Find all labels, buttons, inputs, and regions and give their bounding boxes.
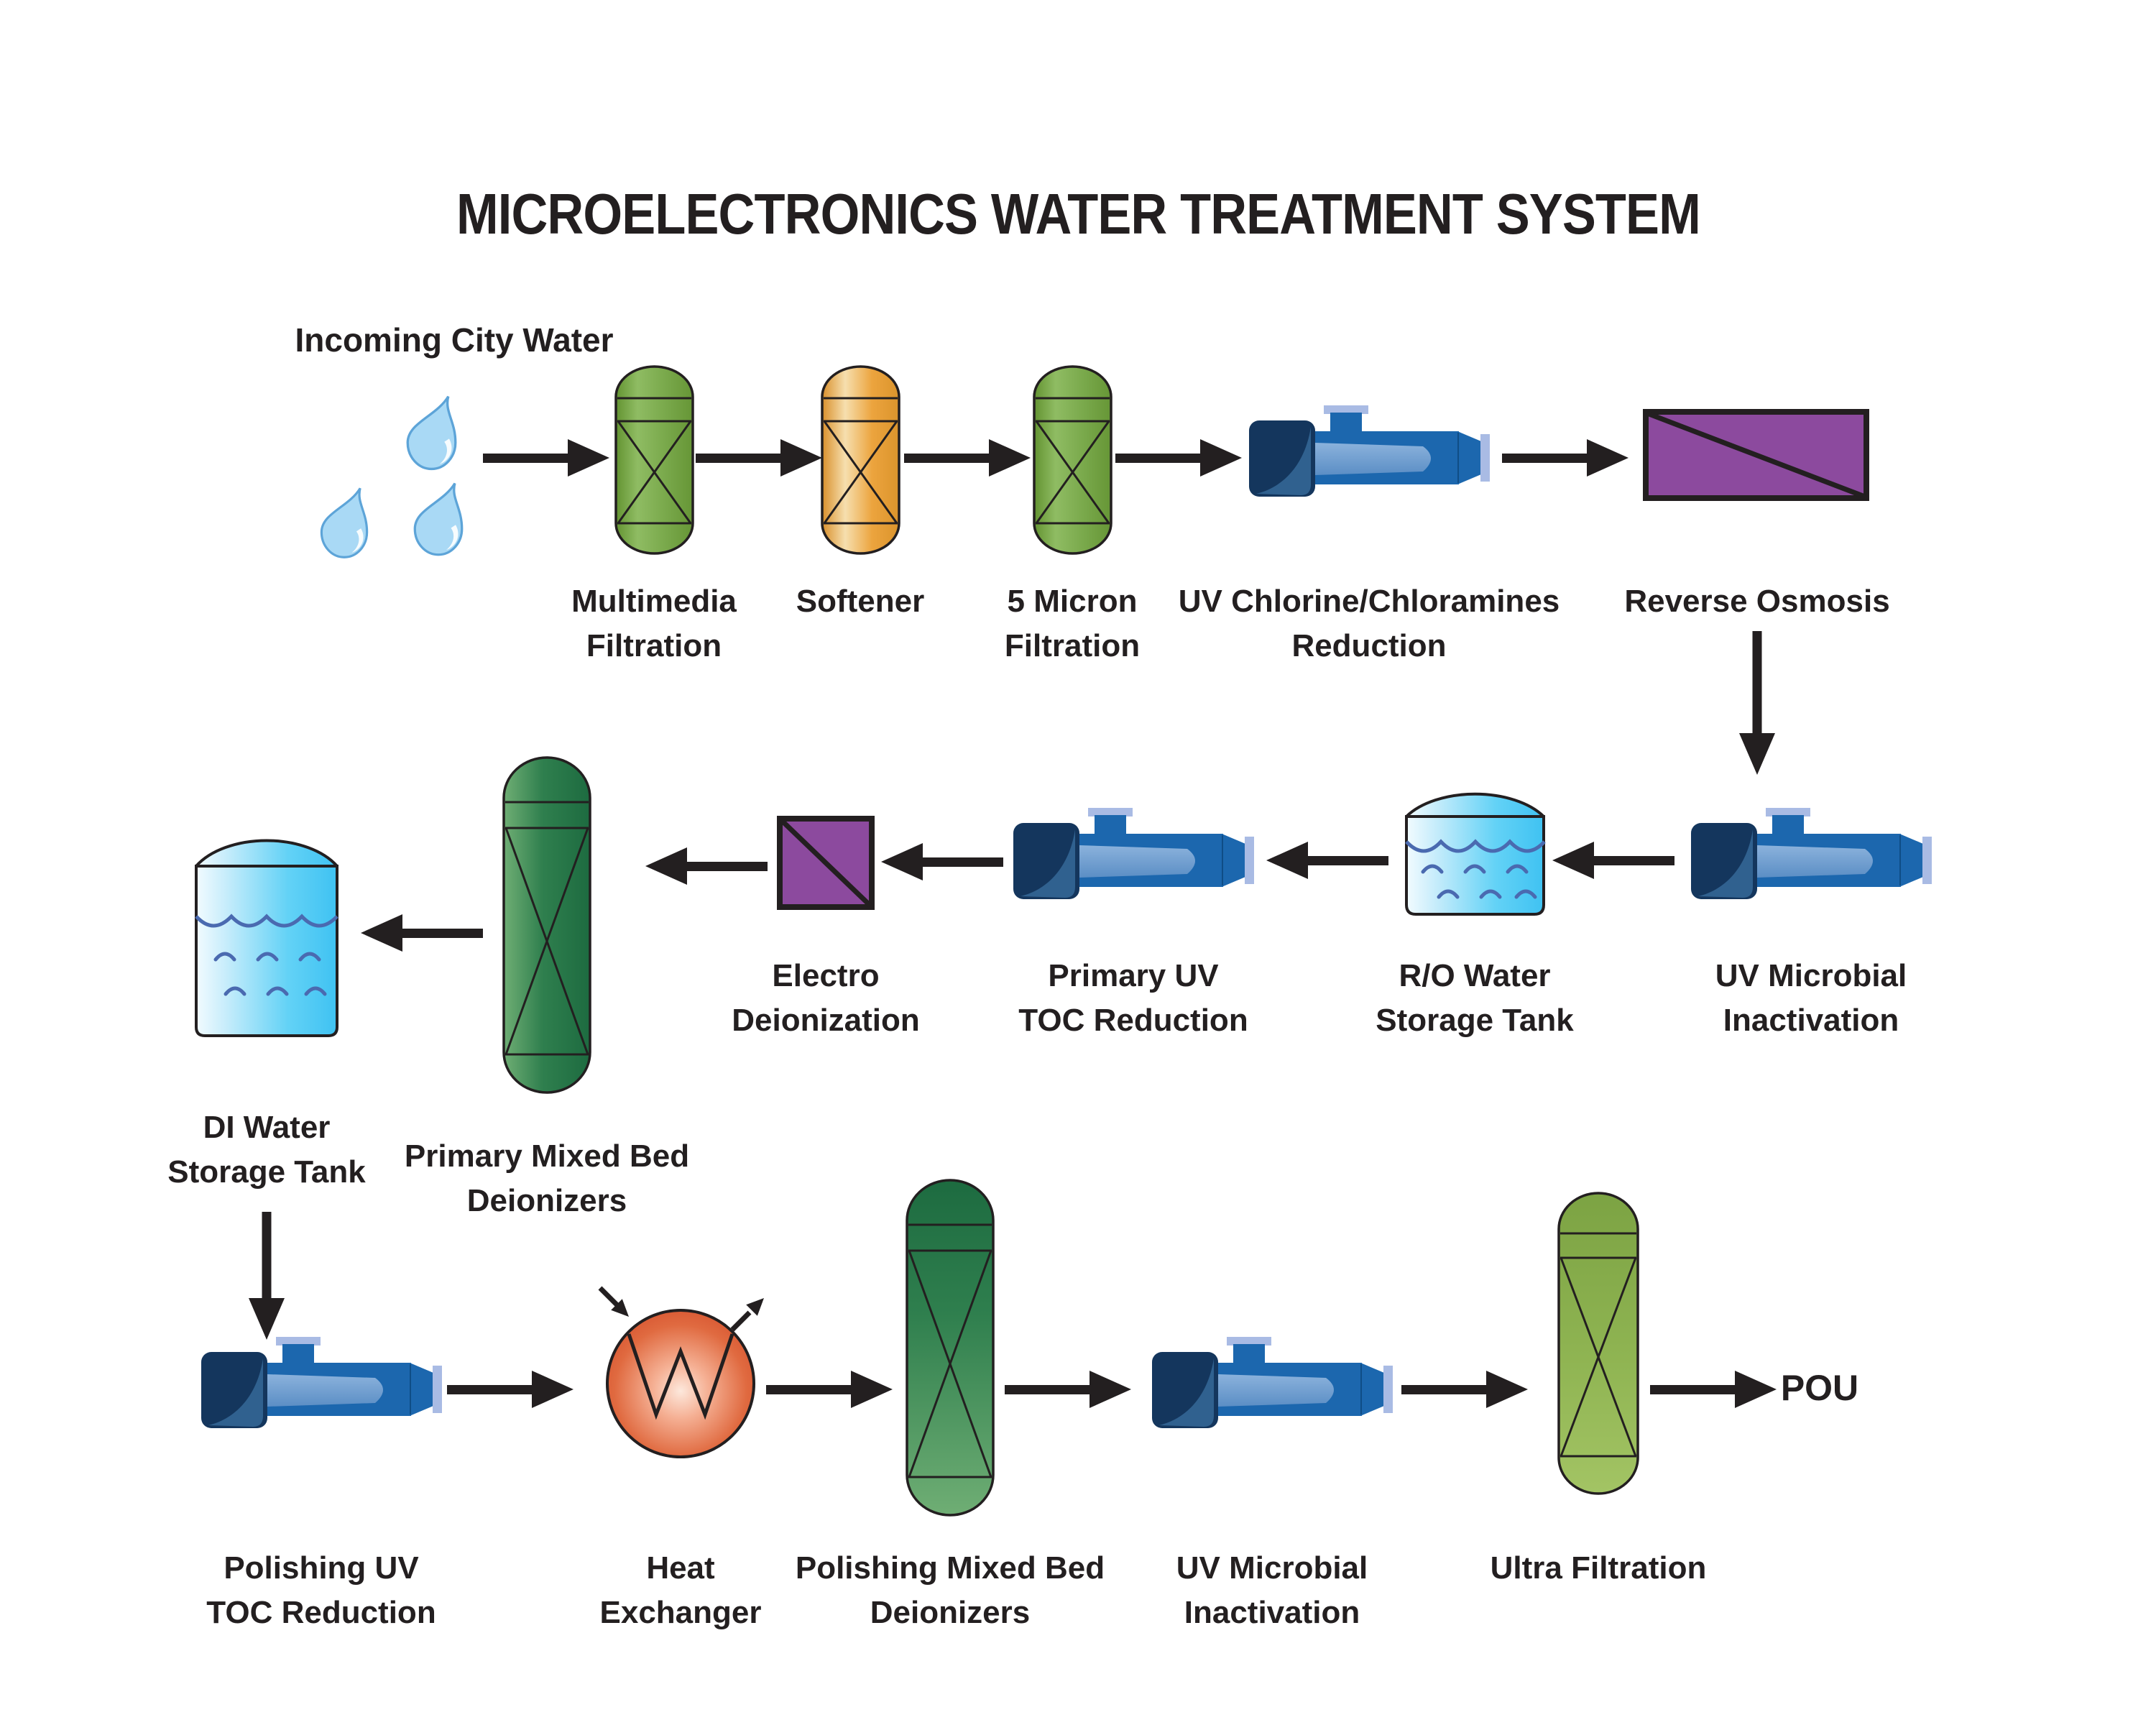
flow-arrow-down: [1739, 631, 1775, 775]
electro-deionization-module: [777, 816, 875, 910]
flow-arrow-left: [1552, 842, 1674, 879]
flow-arrow-left: [645, 847, 768, 885]
vessel-5-micron-filtration: [1033, 365, 1112, 555]
flow-arrow-left: [1266, 842, 1388, 879]
flow-arrow-left: [881, 843, 1003, 880]
tank-ro-water-storage: [1405, 792, 1546, 916]
flow-arrow-down: [249, 1212, 285, 1340]
heat-exchanger: [598, 1286, 764, 1458]
label-reverse-osmosis: Reverse Osmosis: [1624, 584, 1890, 619]
uv-unit-chlorine-reduction: [1249, 405, 1490, 497]
flow-arrow-right: [766, 1371, 893, 1408]
water-drop-icon: [413, 482, 464, 556]
flow-arrow-right: [1502, 439, 1628, 477]
flow-arrow-left: [361, 914, 483, 952]
label-pou: POU: [1780, 1368, 1859, 1408]
vessel-multimedia-filtration: [614, 365, 694, 555]
flow-arrow-right: [696, 439, 822, 477]
tank-di-water-storage: [195, 839, 338, 1037]
vessel-polishing-mixed-bed: [906, 1179, 995, 1517]
flow-arrow-right: [447, 1371, 573, 1408]
flow-arrow-right: [1005, 1371, 1131, 1408]
page-title: MICROELECTRONICS WATER TREATMENT SYSTEM: [456, 182, 1701, 246]
label-incoming-city-water: Incoming City Water: [295, 321, 614, 359]
flow-arrow-right: [904, 439, 1031, 477]
uv-unit-polishing-toc-reduction: [201, 1337, 442, 1428]
vessel-primary-mixed-bed: [502, 756, 591, 1094]
reverse-osmosis-membrane: [1643, 409, 1869, 501]
water-drop-icon: [406, 395, 457, 471]
flow-arrow-right: [1401, 1371, 1528, 1408]
flow-arrow-right: [1650, 1371, 1777, 1408]
uv-unit-microbial-inactivation: [1691, 808, 1932, 899]
uv-unit-microbial-inactivation-2: [1152, 1337, 1393, 1428]
water-drop-icon: [320, 487, 369, 558]
flow-arrow-right: [1115, 439, 1242, 477]
label-softener: Softener: [796, 584, 925, 619]
label-ultra-filtration: Ultra Filtration: [1490, 1550, 1707, 1586]
uv-unit-primary-toc-reduction: [1013, 808, 1254, 899]
vessel-softener: [821, 365, 900, 555]
vessel-ultra-filtration: [1557, 1192, 1639, 1495]
flow-arrow-right: [483, 439, 609, 477]
